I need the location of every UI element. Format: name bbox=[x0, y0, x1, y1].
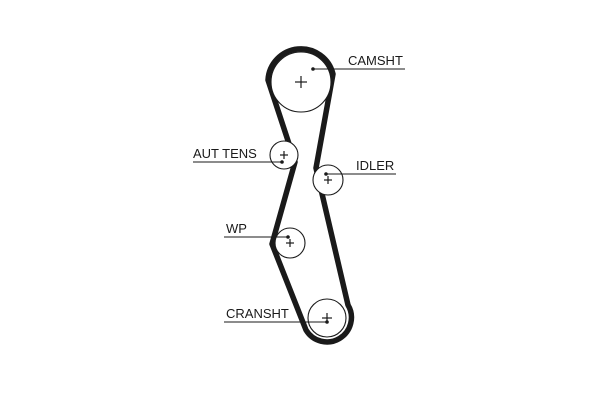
water-pump-pulley bbox=[274, 227, 306, 259]
idler-pulley bbox=[312, 164, 344, 196]
idler-callout: IDLER bbox=[324, 158, 396, 176]
crankshaft-label: CRANSHT bbox=[226, 306, 289, 321]
crankshaft-callout: CRANSHT bbox=[224, 306, 329, 324]
camshaft-callout: CAMSHT bbox=[311, 53, 405, 71]
water-pump-label: WP bbox=[226, 221, 247, 236]
auto-tensioner-label: AUT TENS bbox=[193, 146, 257, 161]
camshaft-pulley bbox=[270, 51, 332, 113]
auto-tensioner-callout: AUT TENS bbox=[193, 146, 284, 164]
crankshaft-pulley bbox=[307, 298, 347, 338]
auto-tensioner-pulley bbox=[269, 140, 299, 170]
idler-label: IDLER bbox=[356, 158, 394, 173]
water-pump-callout: WP bbox=[224, 221, 290, 239]
camshaft-label: CAMSHT bbox=[348, 53, 403, 68]
timing-belt bbox=[265, 46, 355, 345]
